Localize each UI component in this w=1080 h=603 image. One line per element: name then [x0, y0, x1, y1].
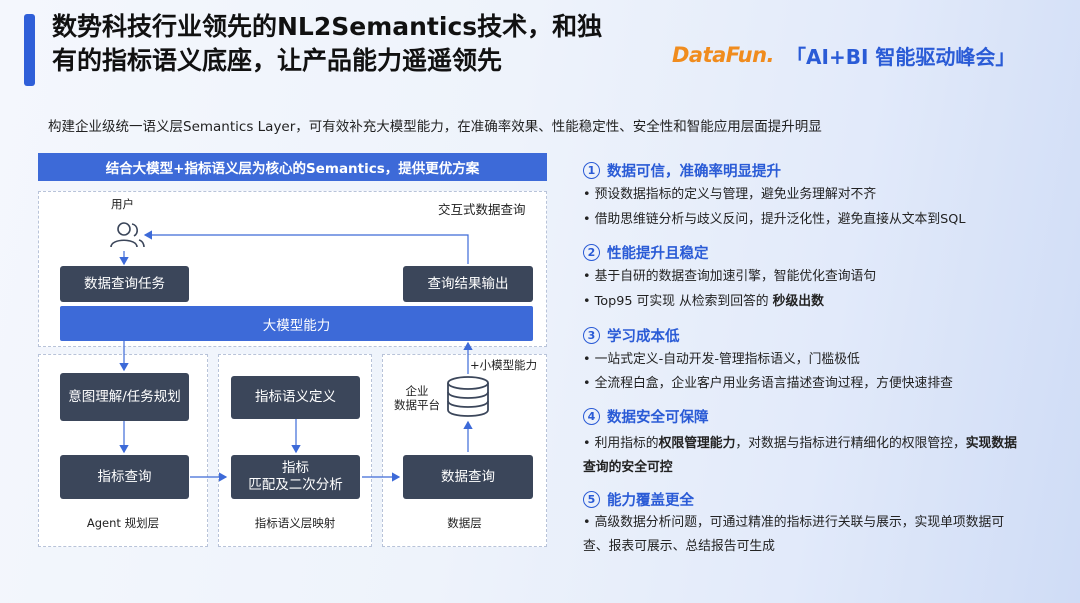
- section-4-title: 4 数据安全可保障: [583, 406, 709, 427]
- datafun-logo: DataFun.: [672, 43, 775, 67]
- query-result-output-box: 查询结果输出: [403, 266, 533, 302]
- user-label: 用户: [111, 197, 134, 211]
- section-1-title: 1 数据可信，准确率明显提升: [583, 160, 781, 181]
- section-3-title-text: 学习成本低: [607, 329, 680, 345]
- section-2-bullet-1: • 基于自研的数据查询加速引擎，智能优化查询语句: [583, 269, 877, 284]
- small-model-label: +小模型能力: [470, 358, 538, 372]
- data-query-task-box: 数据查询任务: [60, 266, 189, 302]
- section-3-number: 3: [583, 327, 600, 344]
- metric-semantic-definition-box: 指标语义定义: [231, 376, 360, 419]
- match-line-1: 指标: [282, 460, 309, 476]
- brand-area: DataFun. 「AI+BI 智能驱动峰会」: [672, 38, 1015, 72]
- section-4-title-text: 数据安全可保障: [607, 410, 709, 426]
- section-1-title-text: 数据可信，准确率明显提升: [607, 164, 781, 180]
- metric-query-box: 指标查询: [60, 455, 189, 499]
- semantic-layer-label: 指标语义层映射: [254, 516, 336, 530]
- enterprise-line-1: 企业: [405, 384, 429, 398]
- metric-match-analysis-box: 指标 匹配及二次分析: [231, 455, 360, 499]
- data-layer-label: 数据层: [447, 516, 482, 530]
- section-4-bold-1: 权限管理能力: [658, 436, 736, 451]
- section-3-bullet-1: • 一站式定义-自动开发-管理指标语义，门槛极低: [583, 352, 860, 367]
- diagram-header: 结合大模型+指标语义层为核心的Semantics，提供更优方案: [38, 153, 547, 181]
- title-accent-bar: [24, 14, 35, 86]
- llm-capability-box: 大模型能力: [60, 306, 533, 341]
- section-3-bullet-2: • 全流程白盒，企业客户用业务语言描述查询过程，方便快速排查: [583, 376, 953, 391]
- section-1-number: 1: [583, 162, 600, 179]
- subtitle: 构建企业级统一语义层Semantics Layer，可有效补充大模型能力，在准确…: [48, 119, 822, 135]
- section-2-bullet-2: • Top95 可实现 从检索到回答的 秒级出数: [583, 290, 1023, 314]
- page-title: 数势科技行业领先的NL2Semantics技术，和独 有的指标语义底座，让产品能…: [52, 10, 652, 78]
- section-5-number: 5: [583, 491, 600, 508]
- section-4-mid: ，对数据与指标进行精细化的权限管控，: [735, 436, 966, 451]
- section-5-title-text: 能力覆盖更全: [607, 493, 694, 509]
- intent-planning-box: 意图理解/任务规划: [60, 373, 189, 421]
- section-2-bullet-2-bold: 秒级出数: [772, 294, 824, 309]
- section-4-pre: • 利用指标的: [583, 436, 659, 451]
- section-2-title: 2 性能提升且稳定: [583, 242, 709, 263]
- section-2-title-text: 性能提升且稳定: [607, 246, 709, 262]
- event-name: 「AI+BI 智能驱动峰会」: [786, 44, 1016, 69]
- interactive-query-label: 交互式数据查询: [438, 202, 526, 217]
- title-line-2: 有的指标语义底座，让产品能力遥遥领先: [52, 46, 503, 75]
- section-4-bold-2: 实现数据查询的安全可控: [583, 436, 1017, 475]
- enterprise-line-2: 数据平台: [394, 398, 440, 412]
- section-4-number: 4: [583, 408, 600, 425]
- section-2-bullet-2-text: • Top95 可实现 从检索到回答的: [583, 294, 773, 309]
- section-1-bullet-1: • 预设数据指标的定义与管理，避免业务理解对不齐: [583, 187, 877, 202]
- section-4-bullet-1: • 利用指标的权限管理能力，对数据与指标进行精细化的权限管控，实现数据查询的安全…: [583, 432, 1023, 480]
- section-1-bullet-2: • 借助思维链分析与歧义反问，提升泛化性，避免直接从文本到SQL: [583, 212, 966, 227]
- match-line-2: 匹配及二次分析: [248, 477, 343, 493]
- section-5-bullet-1: • 高级数据分析问题，可通过精准的指标进行关联与展示，实现单项数据可查、报表可展…: [583, 515, 1005, 554]
- enterprise-platform-label: 企业 数据平台: [391, 384, 443, 412]
- agent-layer-label: Agent 规划层: [86, 516, 160, 530]
- section-2-number: 2: [583, 244, 600, 261]
- section-5-title: 5 能力覆盖更全: [583, 489, 694, 510]
- data-query-box: 数据查询: [403, 455, 533, 499]
- section-3-title: 3 学习成本低: [583, 325, 680, 346]
- title-line-1: 数势科技行业领先的NL2Semantics技术，和独: [52, 12, 603, 41]
